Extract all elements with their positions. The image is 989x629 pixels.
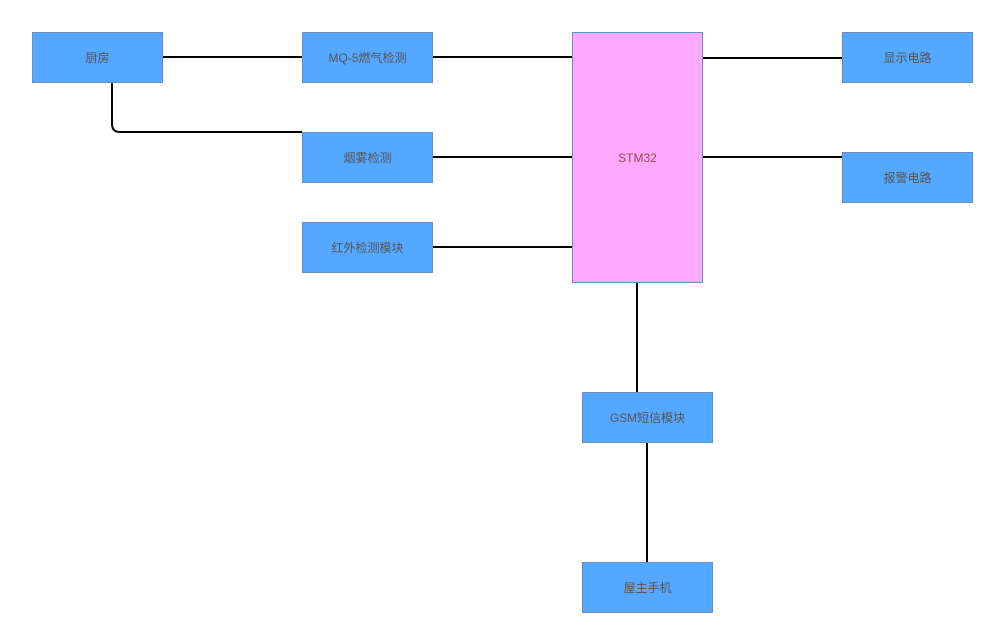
node-label: 报警电路 xyxy=(883,171,932,185)
node-label: MQ-5燃气检测 xyxy=(328,51,407,65)
node-label: 烟雾检测 xyxy=(343,151,392,165)
node-label: 屋主手机 xyxy=(623,581,672,595)
node-label: 厨房 xyxy=(85,51,110,65)
node-label: 红外检测模块 xyxy=(331,241,404,255)
edge-kitchen-smoke xyxy=(111,83,302,133)
node-owner-phone[interactable]: 屋主手机 xyxy=(582,562,713,613)
node-label: STM32 xyxy=(618,150,657,165)
node-mq5-gas-sensor[interactable]: MQ-5燃气检测 xyxy=(302,32,433,83)
node-alarm-circuit[interactable]: 报警电路 xyxy=(842,152,973,203)
node-gsm-sms-module[interactable]: GSM短信模块 xyxy=(582,392,713,443)
node-kitchen[interactable]: 厨房 xyxy=(32,32,163,83)
node-smoke-sensor[interactable]: 烟雾检测 xyxy=(302,132,433,183)
node-label: GSM短信模块 xyxy=(609,411,686,425)
node-stm32[interactable]: STM32 xyxy=(572,32,703,283)
node-display-circuit[interactable]: 显示电路 xyxy=(842,32,973,83)
node-infrared-module[interactable]: 红外检测模块 xyxy=(302,222,433,273)
node-label: 显示电路 xyxy=(883,51,932,65)
